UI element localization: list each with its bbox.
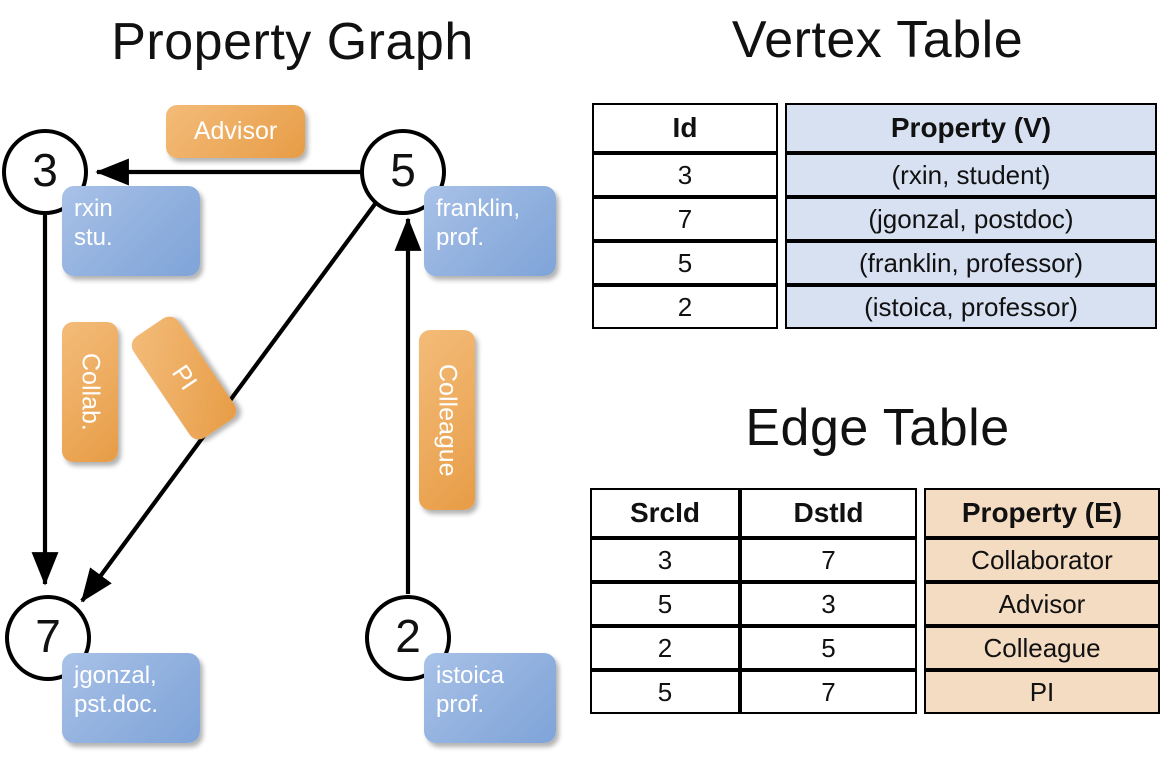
- edge-table-cell-srcid: 5: [590, 670, 740, 714]
- vertex-property-box-3-line2: stu.: [74, 223, 113, 251]
- column-separator: [917, 670, 924, 714]
- vertex-table-cell-id: 3: [592, 153, 778, 197]
- vertex-property-box-5[interactable]: franklin, prof.: [424, 186, 556, 276]
- table-row: 3 (rxin, student): [592, 153, 1157, 197]
- edge-table-cell-srcid: 2: [590, 626, 740, 670]
- property-graph-diagram: 3 5 7 2 rxin stu. franklin, prof. jgonza…: [2, 105, 556, 743]
- edge-table-cell-srcid: 3: [590, 538, 740, 582]
- vertex-table-cell-property: (rxin, student): [785, 153, 1157, 197]
- table-row: 5 3 Advisor: [590, 582, 1160, 626]
- column-separator: [778, 241, 785, 285]
- edge-label-box-advisor[interactable]: Advisor: [166, 105, 305, 158]
- edge-label-box-collab[interactable]: Collab.: [62, 322, 118, 462]
- column-separator: [778, 103, 785, 153]
- vertex-node-7-id: 7: [35, 610, 61, 662]
- edge-table-cell-property: Colleague: [924, 626, 1160, 670]
- vertex-table-header-property: Property (V): [785, 103, 1157, 153]
- table-row: 5 (franklin, professor): [592, 241, 1157, 285]
- edge-label-pi-text: PI: [166, 360, 203, 396]
- table-row: 2 5 Colleague: [590, 626, 1160, 670]
- edge-table-cell-dstid: 3: [740, 582, 917, 626]
- vertex-property-box-7-line2: pst.doc.: [74, 690, 159, 718]
- vertex-property-box-5-line1: franklin,: [436, 195, 521, 222]
- table-row: 5 7 PI: [590, 670, 1160, 714]
- page-title-edge-table: Edge Table: [745, 399, 1010, 457]
- edge-label-advisor-text: Advisor: [193, 117, 278, 145]
- column-separator: [917, 538, 924, 582]
- edge-table-cell-srcid: 5: [590, 582, 740, 626]
- vertex-property-box-7-line1: jgonzal,: [74, 662, 157, 689]
- edge-table-header-property: Property (E): [924, 488, 1160, 538]
- edge-table-cell-property: Advisor: [924, 582, 1160, 626]
- page-title-property-graph: Property Graph: [111, 13, 474, 71]
- edge-table-header-srcid: SrcId: [590, 488, 740, 538]
- edge-table-cell-dstid: 5: [740, 626, 917, 670]
- edge-label-box-colleague[interactable]: Colleague: [419, 330, 475, 510]
- vertex-table-cell-property: (istoica, professor): [785, 285, 1157, 329]
- vertex-table-header-id: Id: [592, 103, 778, 153]
- vertex-property-box-2[interactable]: istoica prof.: [424, 653, 556, 743]
- vertex-property-box-2-line1: istoica: [436, 662, 505, 689]
- vertex-property-box-7[interactable]: jgonzal, pst.doc.: [62, 653, 200, 743]
- vertex-node-2-id: 2: [395, 610, 421, 662]
- edge-table: SrcId DstId Property (E) 3 7 Collaborato…: [590, 488, 1160, 714]
- page-title-vertex-table: Vertex Table: [731, 11, 1024, 69]
- column-separator: [778, 153, 785, 197]
- vertex-table-cell-property: (franklin, professor): [785, 241, 1157, 285]
- vertex-table-cell-id: 5: [592, 241, 778, 285]
- vertex-property-box-5-line2: prof.: [436, 223, 485, 251]
- vertex-table-cell-id: 7: [592, 197, 778, 241]
- table-row: 2 (istoica, professor): [592, 285, 1157, 329]
- vertex-property-box-2-line2: prof.: [436, 690, 485, 718]
- column-separator: [917, 626, 924, 670]
- column-separator: [778, 285, 785, 329]
- table-header-row: SrcId DstId Property (E): [590, 488, 1160, 538]
- vertex-node-3-id: 3: [32, 144, 58, 196]
- edge-label-colleague-text: Colleague: [433, 363, 462, 477]
- vertex-property-box-3[interactable]: rxin stu.: [62, 186, 200, 276]
- column-separator: [917, 582, 924, 626]
- vertex-node-5-id: 5: [390, 144, 416, 196]
- edge-label-collab-text: Collab.: [76, 353, 105, 431]
- edge-table-cell-property: Collaborator: [924, 538, 1160, 582]
- vertex-property-box-3-line1: rxin: [74, 195, 113, 222]
- edge-table-cell-property: PI: [924, 670, 1160, 714]
- vertex-node-2[interactable]: 2: [365, 595, 451, 681]
- edge-table-cell-dstid: 7: [740, 670, 917, 714]
- vertex-table: Id Property (V) 3 (rxin, student) 7 (jgo…: [592, 103, 1157, 329]
- column-separator: [917, 488, 924, 538]
- vertex-node-5[interactable]: 5: [360, 129, 446, 215]
- vertex-table-cell-id: 2: [592, 285, 778, 329]
- edge-table-header-dstid: DstId: [740, 488, 917, 538]
- table-row: 3 7 Collaborator: [590, 538, 1160, 582]
- table-header-row: Id Property (V): [592, 103, 1157, 153]
- table-row: 7 (jgonzal, postdoc): [592, 197, 1157, 241]
- column-separator: [778, 197, 785, 241]
- edge-table-cell-dstid: 7: [740, 538, 917, 582]
- vertex-table-cell-property: (jgonzal, postdoc): [785, 197, 1157, 241]
